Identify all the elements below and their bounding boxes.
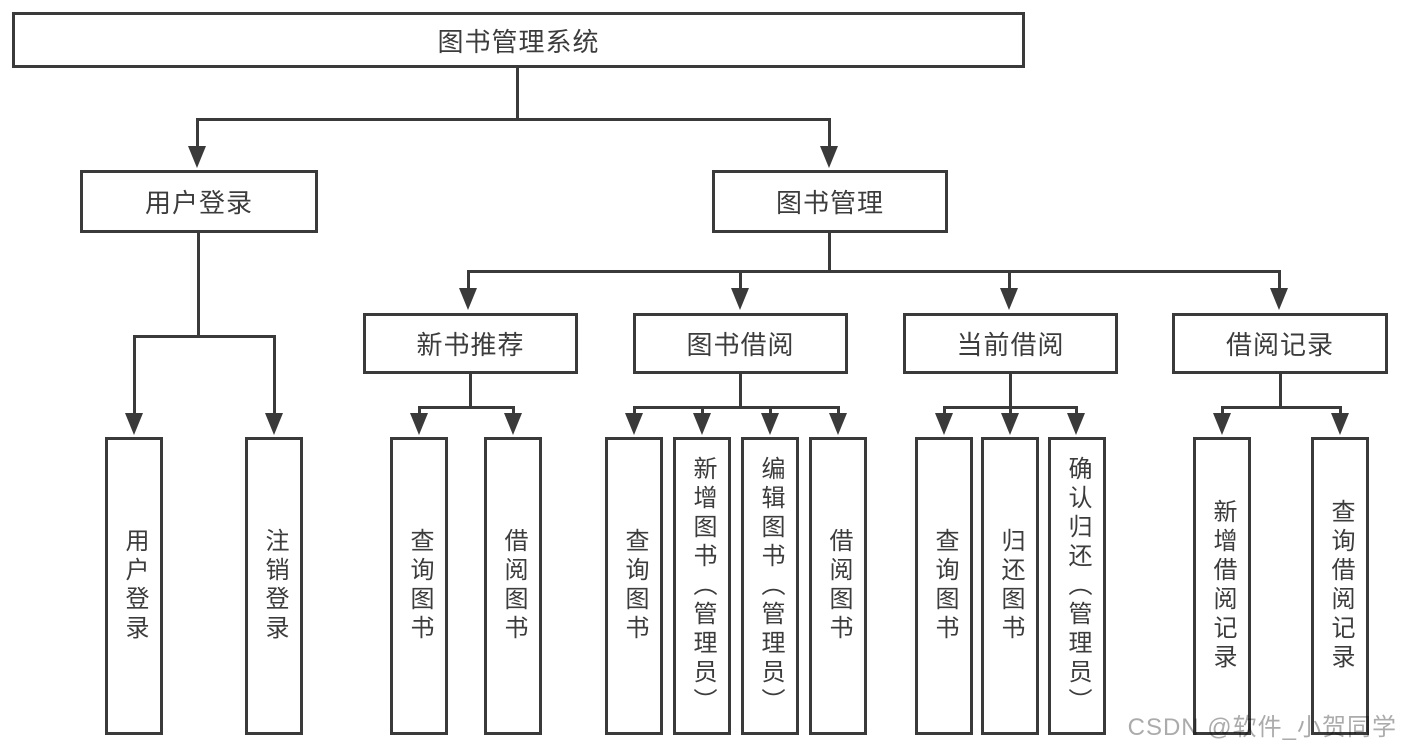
leaf-borrow-edit-books-admin: 编辑图书（管理员）	[741, 437, 799, 735]
node-current-borrow: 当前借阅	[903, 313, 1118, 374]
leaf-records-add-record: 新增借阅记录	[1193, 437, 1251, 735]
connector-line	[516, 66, 519, 120]
connector-line	[1221, 406, 1224, 415]
connector-line	[469, 374, 472, 408]
connector-line	[196, 118, 199, 150]
leaf-borrow-query-books: 查询图书	[605, 437, 663, 735]
connector-line	[828, 233, 831, 272]
arrowhead	[125, 413, 143, 435]
connector-line	[418, 406, 514, 409]
connector-line	[739, 270, 742, 290]
connector-line	[1221, 406, 1341, 409]
node-book-borrow: 图书借阅	[633, 313, 848, 374]
connector-line	[837, 406, 840, 415]
node-borrow-records: 借阅记录	[1172, 313, 1388, 374]
connector-line	[1008, 270, 1011, 290]
leaf-current-return-books: 归还图书	[981, 437, 1039, 735]
connector-line	[273, 335, 276, 415]
csdn-watermark: CSDN @软件_小贺同学	[1127, 714, 1397, 741]
arrowhead	[761, 413, 779, 435]
arrowhead	[1067, 413, 1085, 435]
node-library-system: 图书管理系统	[12, 12, 1025, 68]
leaf-newrec-borrow-books: 借阅图书	[484, 437, 542, 735]
connector-line	[1339, 406, 1342, 415]
leaf-borrow-borrow-books: 借阅图书	[809, 437, 867, 735]
arrowhead	[410, 413, 428, 435]
connector-line	[701, 406, 704, 415]
connector-line	[828, 118, 831, 150]
connector-line	[1009, 406, 1012, 415]
connector-line	[633, 406, 839, 409]
arrowhead	[504, 413, 522, 435]
leaf-records-query-record: 查询借阅记录	[1311, 437, 1369, 735]
connector-line	[418, 406, 421, 415]
arrowhead	[1001, 413, 1019, 435]
connector-line	[133, 335, 136, 415]
node-book-management: 图书管理	[712, 170, 948, 233]
arrowhead	[1270, 288, 1288, 310]
arrowhead	[265, 413, 283, 435]
leaf-current-confirm-return-admin: 确认归还（管理员）	[1048, 437, 1106, 735]
arrowhead	[820, 146, 838, 168]
node-new-book-recommend: 新书推荐	[363, 313, 578, 374]
connector-line	[1075, 406, 1078, 415]
arrowhead	[625, 413, 643, 435]
arrowhead	[935, 413, 953, 435]
leaf-newrec-query-books: 查询图书	[390, 437, 448, 735]
arrowhead	[693, 413, 711, 435]
connector-line	[467, 270, 470, 290]
connector-line	[196, 118, 831, 121]
connector-line	[512, 406, 515, 415]
leaf-borrow-add-books-admin: 新增图书（管理员）	[673, 437, 731, 735]
leaf-current-query-books: 查询图书	[915, 437, 973, 735]
connector-line	[943, 406, 946, 415]
connector-line	[1279, 374, 1282, 408]
arrowhead	[1331, 413, 1349, 435]
connector-line	[633, 406, 636, 415]
arrowhead	[731, 288, 749, 310]
connector-line	[739, 374, 742, 408]
leaf-logout-login: 注销登录	[245, 437, 303, 735]
connector-line	[769, 406, 772, 415]
arrowhead	[1213, 413, 1231, 435]
arrowhead	[829, 413, 847, 435]
connector-line	[1009, 374, 1012, 408]
connector-line	[1278, 270, 1281, 290]
arrowhead	[1000, 288, 1018, 310]
arrowhead	[188, 146, 206, 168]
connector-line	[133, 335, 276, 338]
connector-line	[197, 233, 200, 337]
arrowhead	[459, 288, 477, 310]
node-user-login: 用户登录	[80, 170, 318, 233]
leaf-user-login: 用户登录	[105, 437, 163, 735]
connector-line	[467, 270, 1281, 273]
